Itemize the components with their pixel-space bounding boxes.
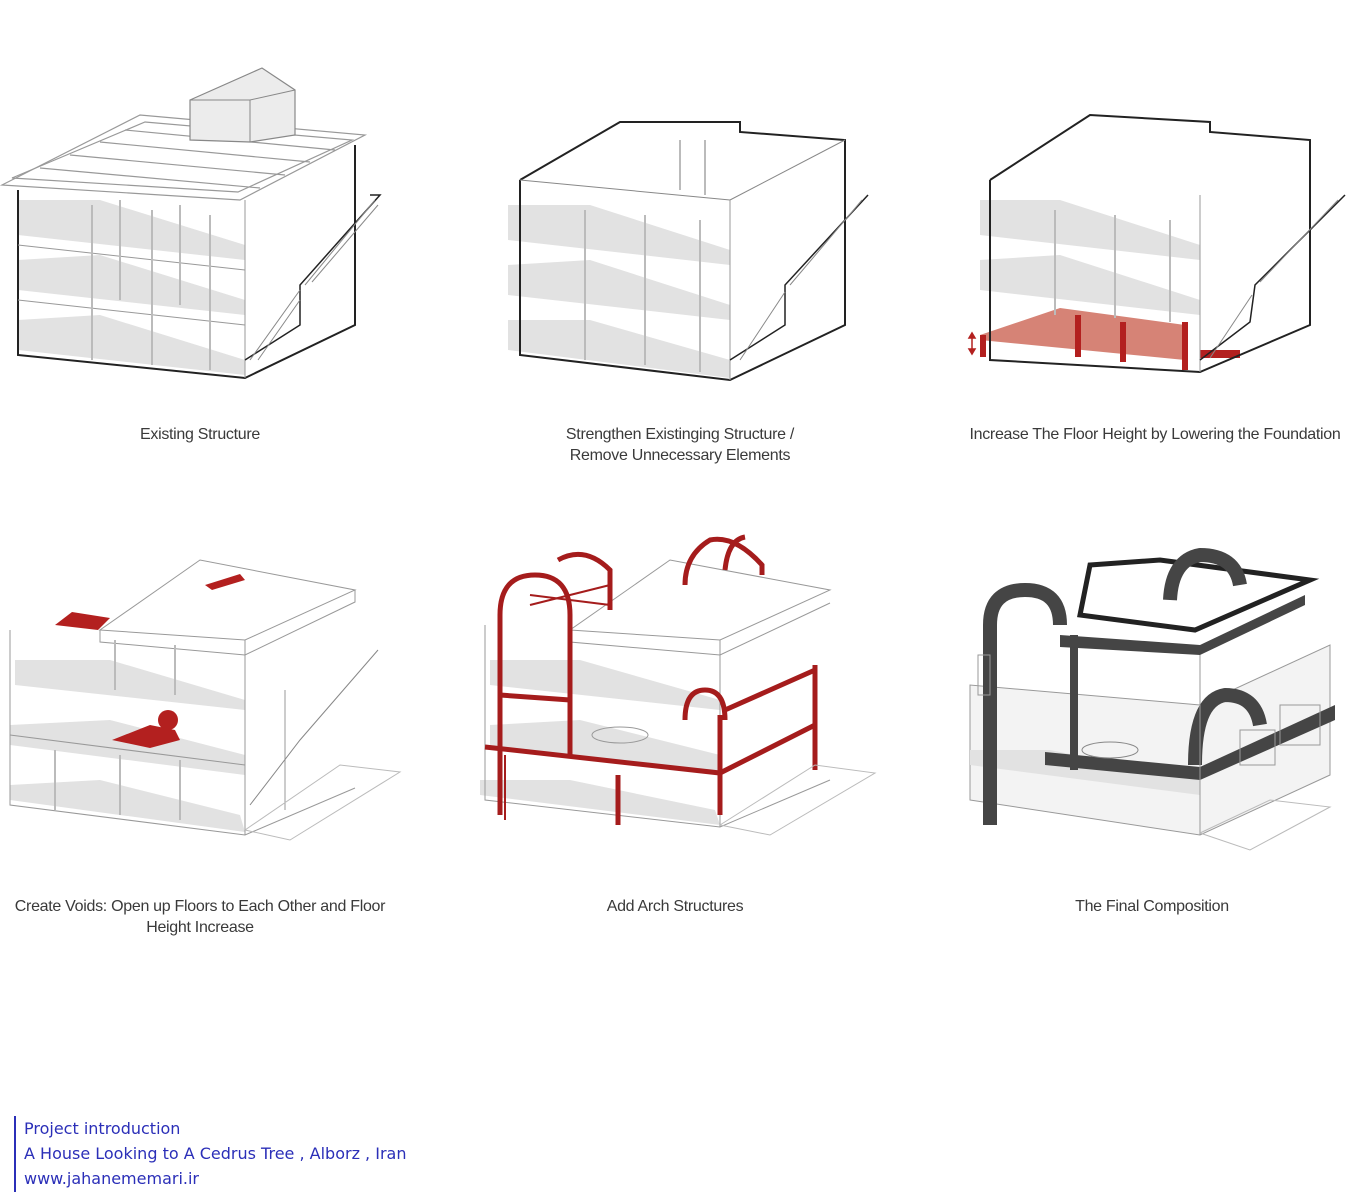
caption-increase-floor-height: Increase The Floor Height by Lowering th… — [960, 424, 1350, 445]
caption-strengthen-structure: Strengthen Existinging Structure / Remov… — [490, 424, 870, 466]
diagram-existing-structure: Existing Structure — [0, 60, 420, 460]
existing-structure-drawing — [0, 67, 382, 380]
caption-existing-structure: Existing Structure — [0, 424, 400, 445]
caption-line: Create Voids: Open up Floors to Each Oth… — [14, 898, 386, 915]
diagram-final-composition: The Final Composition — [950, 535, 1362, 935]
caption-line: The Final Composition — [1075, 898, 1229, 915]
caption-line: Add Arch Structures — [606, 898, 744, 915]
caption-line: Existing Structure — [140, 426, 260, 443]
caption-line: Height Increase — [146, 919, 254, 936]
final-composition-drawing — [969, 548, 1335, 851]
diagram-strengthen-structure: Strengthen Existinging Structure / Remov… — [490, 60, 910, 464]
caption-line: Increase The Floor Height by Lowering th… — [969, 426, 1341, 443]
caption-final-composition: The Final Composition — [950, 896, 1354, 917]
diagram-increase-floor-height: Increase The Floor Height by Lowering th… — [960, 60, 1362, 460]
diagram-add-arch-structures: Add Arch Structures — [470, 525, 890, 925]
credit-title: Project introduction — [24, 1119, 181, 1138]
caption-create-voids: Create Voids: Open up Floors to Each Oth… — [0, 896, 400, 938]
add-arch-structures-drawing — [480, 534, 877, 836]
project-credit: Project introduction A House Looking to … — [14, 1116, 444, 1192]
caption-line: Remove Unnecessary Elements — [569, 447, 791, 464]
credit-website-link[interactable]: www.jahanememari.ir — [24, 1169, 200, 1188]
credit-project-name: A House Looking to A Cedrus Tree , Albor… — [24, 1144, 407, 1163]
increase-floor-height-drawing — [967, 113, 1346, 374]
caption-line: Strengthen Existinging Structure / — [565, 426, 795, 443]
caption-add-arch-structures: Add Arch Structures — [470, 896, 880, 917]
diagram-create-voids: Create Voids: Open up Floors to Each Oth… — [0, 540, 420, 940]
create-voids-drawing — [9, 559, 402, 841]
strengthen-structure-drawing — [508, 121, 869, 382]
